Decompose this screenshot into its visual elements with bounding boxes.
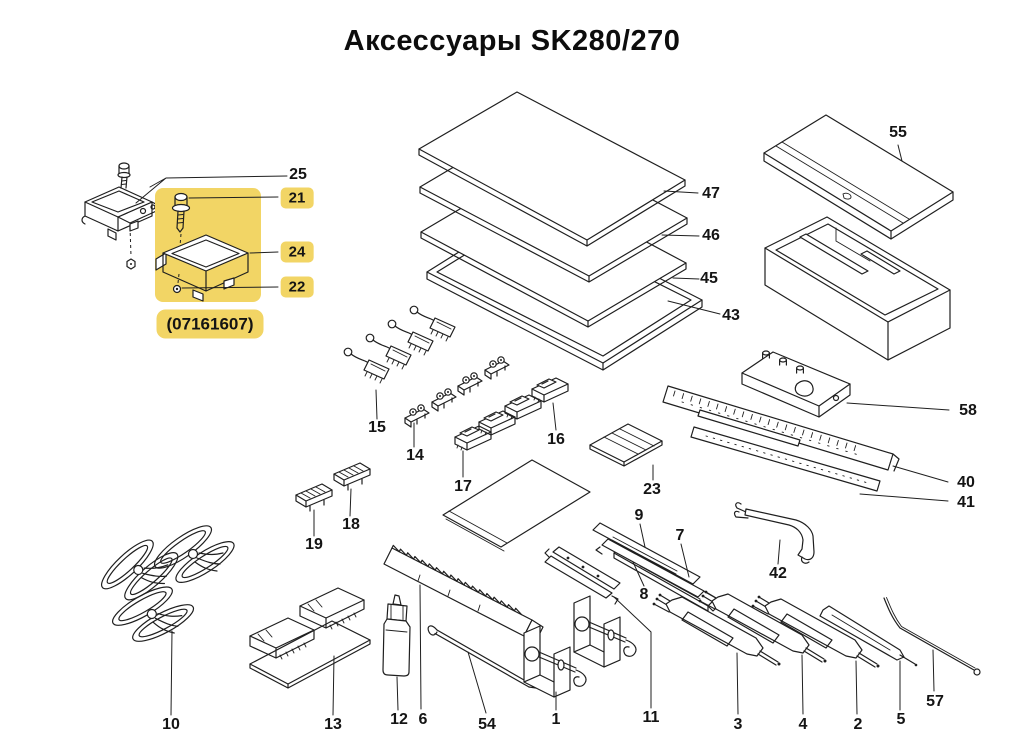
- part-11-rail: [544, 546, 621, 605]
- part-label-15: 15: [368, 419, 386, 436]
- part-label-16: 16: [547, 431, 565, 448]
- part-21-screw: [171, 192, 191, 233]
- part-23-needle-pack: [589, 423, 663, 467]
- part-label-40: 40: [957, 474, 975, 491]
- part-24-carriage-unit: [155, 233, 249, 302]
- part-label-23: 23: [643, 481, 661, 498]
- part-41-rail: [690, 426, 881, 492]
- part-label-4: 4: [798, 716, 808, 733]
- part-label-58: 58: [959, 402, 977, 419]
- part-label-6: 6: [418, 711, 428, 728]
- part-label-07161607: (07161607): [156, 309, 264, 339]
- part-label-57: 57: [926, 693, 944, 710]
- part-label-19: 19: [305, 536, 323, 553]
- part-55-case-tray: [764, 216, 951, 361]
- part-label-7: 7: [675, 527, 685, 544]
- part-label-42: 42: [769, 565, 787, 582]
- part-label-18: 18: [342, 516, 360, 533]
- part-label-11: 11: [642, 709, 660, 726]
- part-label-3: 3: [733, 716, 743, 733]
- part-label-21: 21: [280, 187, 314, 209]
- envelope: [442, 459, 591, 552]
- part-label-43: 43: [722, 307, 740, 324]
- part-40-needle-scale: [662, 385, 900, 472]
- part-55-case-lid: [763, 114, 954, 240]
- part-25-assembled-unit: [81, 162, 164, 270]
- part-label-5: 5: [896, 711, 906, 728]
- part-47-sheet: [418, 91, 686, 247]
- page-title: Аксессуары SK280/270: [343, 25, 681, 57]
- part-label-13: 13: [324, 716, 342, 733]
- part-label-10: 10: [162, 716, 180, 733]
- part-6-cast-on-comb: [383, 544, 544, 640]
- part-label-14: 14: [406, 447, 424, 464]
- part-label-55: 55: [889, 124, 907, 141]
- part-label-24: 24: [280, 241, 314, 263]
- part-label-41: 41: [957, 494, 975, 511]
- part-label-22: 22: [280, 276, 314, 298]
- part-label-46: 46: [702, 227, 720, 244]
- part-label-1: 1: [551, 711, 561, 728]
- leader-lines: [135, 144, 950, 716]
- part-label-9: 9: [634, 507, 644, 524]
- part-label-54: 54: [478, 716, 496, 733]
- part-25-screw: [117, 162, 131, 189]
- part-12-oil-bottle: [382, 594, 411, 677]
- part-label-2: 2: [853, 716, 863, 733]
- part-label-12: 12: [390, 711, 408, 728]
- part-57-clearing-wire: [883, 597, 981, 676]
- part-label-47: 47: [702, 185, 720, 202]
- part-13-claw-weights: [249, 587, 371, 689]
- part-58-row-counter: [741, 350, 851, 418]
- part-label-8: 8: [639, 586, 649, 603]
- part-5-tappet-tool: [819, 605, 918, 667]
- part-label-17: 17: [454, 478, 472, 495]
- part-label-45: 45: [700, 270, 718, 287]
- part-label-25: 25: [289, 166, 307, 183]
- part-42-bracket: [733, 502, 815, 564]
